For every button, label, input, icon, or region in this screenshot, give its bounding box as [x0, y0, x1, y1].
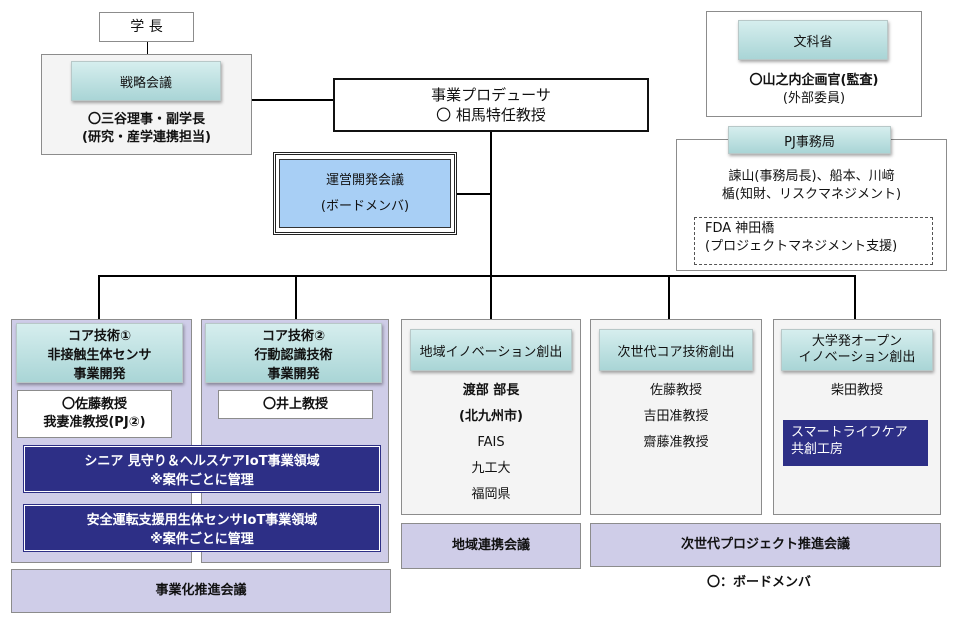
core-tech-2-members: 〇井上教授	[218, 390, 373, 419]
strategy-meeting-header: 戦略会議	[71, 61, 221, 101]
next-gen-project-meeting-label: 次世代プロジェクト推進会議	[680, 537, 850, 553]
commercialization-meeting: 事業化推進会議	[11, 569, 391, 613]
fda-box: FDA 神田橋 (プロジェクトマネジメント支援)	[694, 217, 933, 265]
council-title: 運営開発会議	[325, 172, 404, 188]
connector-line	[252, 99, 334, 101]
connector-line	[854, 275, 856, 319]
producer-title: 事業プロデューサ	[431, 85, 551, 104]
producer-name: 〇 相馬特任教授	[436, 106, 546, 124]
pj-office-header: PJ事務局	[728, 126, 891, 154]
core-tech-1-member: 我妻准教授(PJ②)	[43, 415, 146, 430]
open-innovation-header: 大学発オープン イノベーション創出	[781, 329, 933, 371]
regional-innovation-header: 地域イノベーション創出	[410, 329, 572, 371]
strategy-member-line: 〇三谷理事・副学長	[87, 112, 205, 128]
council-box: 運営開発会議 (ボードメンバ)	[273, 152, 457, 235]
core-tech-2-member: 〇井上教授	[262, 396, 328, 412]
fda-line: FDA 神田橋	[705, 221, 775, 236]
domain-safe-driving-title: 安全運転支援用生体センサIoT事業領域	[86, 513, 318, 528]
strategy-meeting-box: 戦略会議 〇三谷理事・副学長 (研究・産学連携担当)	[41, 54, 252, 155]
strategy-members: 〇三谷理事・副学長 (研究・産学連携担当)	[42, 107, 251, 151]
connector-line	[668, 275, 670, 319]
connector-line	[98, 275, 856, 277]
regional-innovation-panel: 地域イノベーション創出 渡部 部長 (北九州市) FAIS 九工大 福岡県	[401, 319, 581, 515]
domain-senior-care: シニア 見守り＆ヘルスケアIoT事業領域 ※案件ごとに管理	[23, 445, 381, 493]
next-gen-core-members: 佐藤教授 吉田准教授 齋藤准教授	[591, 378, 761, 456]
pj-office-label: PJ事務局	[784, 134, 835, 150]
regional-member: 渡部 部長	[462, 383, 520, 398]
connector-line	[98, 275, 100, 319]
regional-member: FAIS	[477, 435, 505, 450]
domain-safe-driving: 安全運転支援用生体センサIoT事業領域 ※案件ごとに管理	[23, 504, 381, 552]
core-tech-1-title: コア技術①	[67, 328, 131, 344]
regional-member: (北九州市)	[459, 409, 523, 424]
strategy-meeting-label: 戦略会議	[119, 75, 172, 91]
strategy-member-role: (研究・産学連携担当)	[82, 130, 211, 145]
pj-office-members: 諫山(事務局長)、船本、川﨑 楯(知財、リスクマネジメント)	[677, 160, 946, 212]
regional-member: 福岡県	[471, 487, 511, 502]
next-gen-member: 吉田准教授	[643, 409, 709, 424]
open-innovation-title: 大学発オープン	[811, 333, 903, 349]
connector-line	[147, 40, 148, 54]
connector-line	[295, 275, 297, 319]
regional-innovation-members: 渡部 部長 (北九州市) FAIS 九工大 福岡県	[402, 378, 580, 508]
connector-line	[456, 193, 491, 195]
next-gen-core-panel: 次世代コア技術創出 佐藤教授 吉田准教授 齋藤准教授	[590, 319, 762, 515]
domain-senior-care-title: シニア 見守り＆ヘルスケアIoT事業領域	[84, 454, 320, 469]
pj-office-line: 諫山(事務局長)、船本、川﨑	[728, 169, 895, 185]
studio-name: 共創工房	[791, 441, 844, 457]
next-gen-member: 佐藤教授	[649, 383, 702, 398]
next-gen-core-header: 次世代コア技術創出	[599, 329, 753, 371]
connector-line	[490, 131, 492, 276]
connector-line	[490, 275, 492, 319]
next-gen-project-meeting: 次世代プロジェクト推進会議	[590, 523, 941, 567]
core-tech-1-members: 〇佐藤教授 我妻准教授(PJ②)	[17, 390, 172, 438]
council-subtitle: (ボードメンバ)	[320, 198, 410, 214]
regional-meeting: 地域連携会議	[401, 523, 581, 569]
pj-office-line: 楯(知財、リスクマネジメント)	[721, 187, 902, 202]
regional-member: 九工大	[471, 461, 511, 476]
regional-innovation-title: 地域イノベーション創出	[419, 344, 563, 360]
commercialization-meeting-label: 事業化推進会議	[155, 583, 247, 599]
legend: 〇：ボードメンバ	[707, 574, 867, 594]
domain-senior-care-note: ※案件ごとに管理	[150, 473, 254, 488]
regional-meeting-label: 地域連携会議	[451, 538, 530, 554]
domain-safe-driving-note: ※案件ごとに管理	[150, 532, 254, 547]
open-innovation-panel: 大学発オープン イノベーション創出 柴田教授 スマートライフケア 共創工房	[773, 319, 941, 515]
mext-label: 文科省	[793, 34, 833, 50]
legend-text: 〇：ボードメンバ	[707, 575, 812, 590]
fda-line: (プロジェクトマネジメント支援)	[705, 238, 898, 254]
president-label: 学 長	[130, 18, 163, 35]
mext-box: 文科省 〇山之内企画官(監査) (外部委員)	[706, 11, 922, 117]
core-tech-1-title: 事業開発	[73, 366, 126, 382]
core-tech-2-title: コア技術②	[261, 328, 325, 344]
core-tech-1-title: 非接触生体センサ	[47, 347, 152, 363]
open-innovation-members: 柴田教授	[774, 378, 940, 404]
core-tech-2-title: 行動認識技術	[254, 347, 333, 363]
council-inner: 運営開発会議 (ボードメンバ)	[279, 159, 451, 228]
smart-life-care-studio: スマートライフケア 共創工房	[783, 420, 928, 466]
core-tech-1-header: コア技術① 非接触生体センサ 事業開発	[16, 323, 183, 383]
core-tech-2-title: 事業開発	[267, 366, 320, 382]
pj-office-box: 諫山(事務局長)、船本、川﨑 楯(知財、リスクマネジメント) FDA 神田橋 (…	[676, 139, 947, 271]
next-gen-core-title: 次世代コア技術創出	[617, 344, 735, 360]
mext-members: 〇山之内企画官(監査) (外部委員)	[707, 67, 921, 113]
next-gen-member: 齋藤准教授	[643, 435, 709, 450]
core-tech-1-member: 〇佐藤教授	[61, 397, 127, 413]
mext-member-line: 〇山之内企画官(監査)	[749, 73, 879, 89]
mext-member-role: (外部委員)	[782, 91, 846, 106]
mext-header: 文科省	[738, 20, 888, 60]
studio-name: スマートライフケア	[791, 425, 908, 440]
producer-box: 事業プロデューサ 〇 相馬特任教授	[333, 78, 649, 132]
open-innovation-title: イノベーション創出	[798, 350, 916, 365]
open-innovation-member: 柴田教授	[830, 383, 883, 398]
president-box: 学 長	[99, 12, 194, 42]
core-tech-2-header: コア技術② 行動認識技術 事業開発	[205, 323, 382, 383]
